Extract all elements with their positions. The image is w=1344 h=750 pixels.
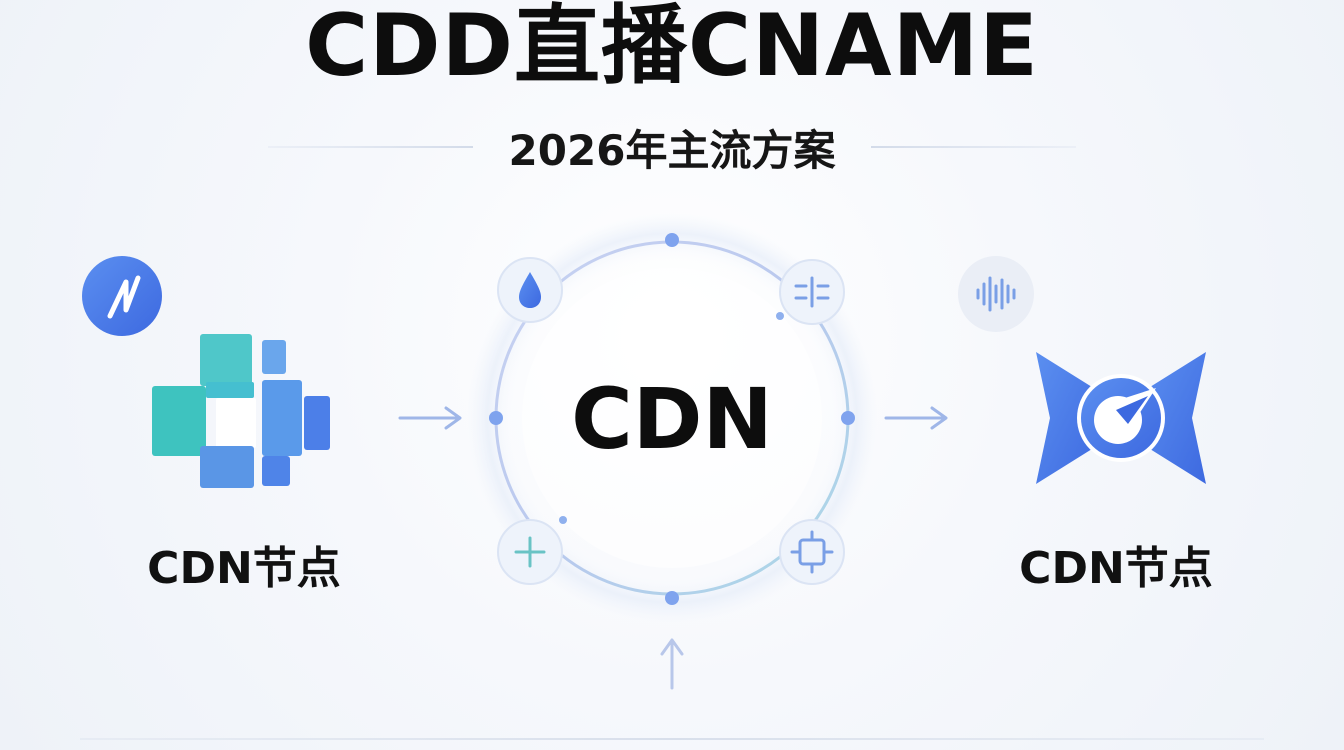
ring-node-bottom <box>665 591 679 605</box>
center-ring <box>467 213 877 623</box>
ring-node-left <box>489 411 503 425</box>
ring-node-small-upper <box>776 312 784 320</box>
center-cdn-label: CDN <box>571 370 773 468</box>
ring-node-right <box>841 411 855 425</box>
page-subtitle: 2026年主流方案 <box>508 125 836 175</box>
bowtie-compass-icon <box>1036 352 1206 484</box>
right-node-label: CDN节点 <box>1019 543 1213 594</box>
subtitle-divider-left <box>268 146 473 148</box>
chip-icon <box>779 519 845 585</box>
arrow-right-icon-right <box>884 406 948 430</box>
subtitle-divider-right <box>871 146 1076 148</box>
water-drop-icon <box>497 257 563 323</box>
equalizer-icon <box>779 259 845 325</box>
bottom-divider <box>80 738 1264 740</box>
plus-icon <box>497 519 563 585</box>
soundwave-icon <box>958 256 1034 332</box>
ring-node-small-lower <box>559 516 567 524</box>
left-node-label: CDN节点 <box>147 543 341 594</box>
arrow-right-icon-left <box>398 406 462 430</box>
page-title: CDD直播CNAME <box>305 0 1039 96</box>
zigzag-badge-icon <box>82 256 162 336</box>
arrow-up-icon <box>660 638 684 690</box>
ring-node-top <box>665 233 679 247</box>
subtitle-row: 2026年主流方案 <box>268 120 1076 175</box>
pixel-cross-icon <box>152 334 330 488</box>
